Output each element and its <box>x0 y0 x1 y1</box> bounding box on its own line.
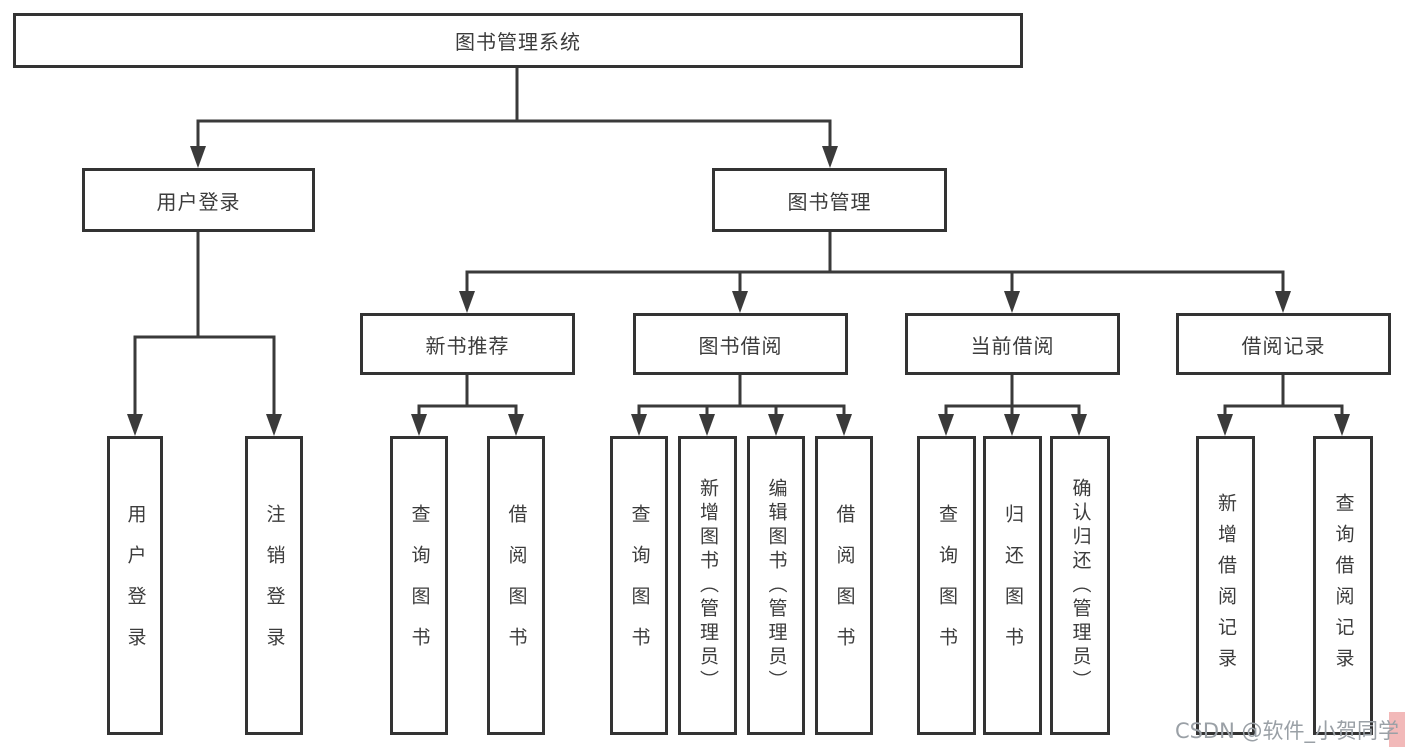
leaf-borrow-book-recommend: 借阅图书 <box>487 436 545 735</box>
node-library-management-system: 图书管理系统 <box>13 13 1023 68</box>
connector-new-book-recommend-to-leaves <box>417 375 518 416</box>
connector-borrow-record-to-leaves <box>1223 375 1344 416</box>
leaf-query-book-recommend: 查询图书 <box>390 436 448 735</box>
connector-book-management-to-level3 <box>465 232 1285 293</box>
connector-root-to-level2 <box>196 68 832 148</box>
leaf-logout-login: 注销登录 <box>245 436 303 735</box>
watermark-text: CSDN @软件_小贺同学 <box>1174 719 1399 743</box>
node-borrow-record: 借阅记录 <box>1176 313 1391 375</box>
arrowheads <box>127 146 1350 436</box>
leaf-confirm-return-admin: 确认归还（管理员） <box>1050 436 1110 735</box>
leaf-query-book-borrow: 查询图书 <box>610 436 668 735</box>
node-new-book-recommend: 新书推荐 <box>360 313 575 375</box>
connector-user-login-to-leaves <box>133 232 276 416</box>
leaf-query-borrow-record: 查询借阅记录 <box>1313 436 1373 735</box>
node-book-management: 图书管理 <box>712 168 947 232</box>
leaf-return-book: 归还图书 <box>983 436 1042 735</box>
node-book-borrow: 图书借阅 <box>633 313 848 375</box>
leaf-edit-book-admin: 编辑图书（管理员） <box>747 436 805 735</box>
connector-current-borrow-to-leaves <box>944 375 1081 416</box>
leaf-borrow-book: 借阅图书 <box>815 436 873 735</box>
node-current-borrow: 当前借阅 <box>905 313 1120 375</box>
leaf-add-book-admin: 新增图书（管理员） <box>678 436 737 735</box>
node-user-login: 用户登录 <box>82 168 315 232</box>
leaf-user-login: 用户登录 <box>107 436 163 735</box>
leaf-query-book-current: 查询图书 <box>917 436 976 735</box>
connector-book-borrow-to-leaves <box>637 375 846 416</box>
watermark-accent-strip <box>1389 712 1405 747</box>
leaf-add-borrow-record: 新增借阅记录 <box>1196 436 1255 735</box>
